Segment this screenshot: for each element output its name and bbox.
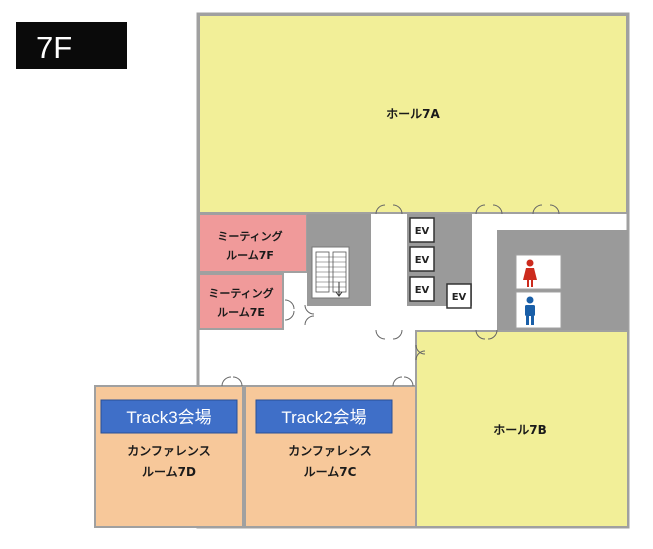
elevator-1: EV <box>409 217 435 243</box>
meeting-room-7e[interactable]: ミーティング ルーム7E <box>198 273 284 330</box>
meeting-7e-line2: ルーム7E <box>217 306 265 319</box>
meeting-7f-line1: ミーティング <box>217 229 282 243</box>
female-restroom-icon <box>523 259 537 287</box>
hall-7a[interactable]: ホール7A <box>198 14 628 214</box>
conf-7d-line1: カンファレンス <box>127 444 210 458</box>
conf-7c-line2: ルーム7C <box>304 465 357 479</box>
elevator-3: EV <box>409 276 435 302</box>
meeting-7f-line2: ルーム7F <box>226 249 274 262</box>
male-restroom-icon <box>525 296 535 325</box>
stairs-icon <box>311 246 350 299</box>
conf-7d-line2: ルーム7D <box>142 465 196 479</box>
hall-7a-label: ホール7A <box>386 107 440 121</box>
elevator-1-label: EV <box>415 226 430 237</box>
door-icons <box>221 204 560 387</box>
hall-7b-label: ホール7B <box>493 423 547 437</box>
elevator-4-label: EV <box>452 292 467 303</box>
track2-badge[interactable]: Track2会場 <box>255 399 393 434</box>
conf-7c-line1: カンファレンス <box>288 444 371 458</box>
track3-badge[interactable]: Track3会場 <box>100 399 238 434</box>
elevator-2-label: EV <box>415 255 430 266</box>
elevator-2: EV <box>409 246 435 272</box>
elevator-3-label: EV <box>415 285 430 296</box>
elevator-4: EV <box>446 283 472 309</box>
track2-label: Track2会場 <box>281 408 366 427</box>
floor-label: 7F <box>36 30 72 65</box>
floor-badge: 7F <box>16 22 127 69</box>
hall-7b[interactable]: ホール7B <box>415 330 629 528</box>
track3-label: Track3会場 <box>126 408 211 427</box>
meeting-7e-line1: ミーティング <box>208 286 273 300</box>
meeting-room-7f[interactable]: ミーティング ルーム7F <box>198 213 308 273</box>
